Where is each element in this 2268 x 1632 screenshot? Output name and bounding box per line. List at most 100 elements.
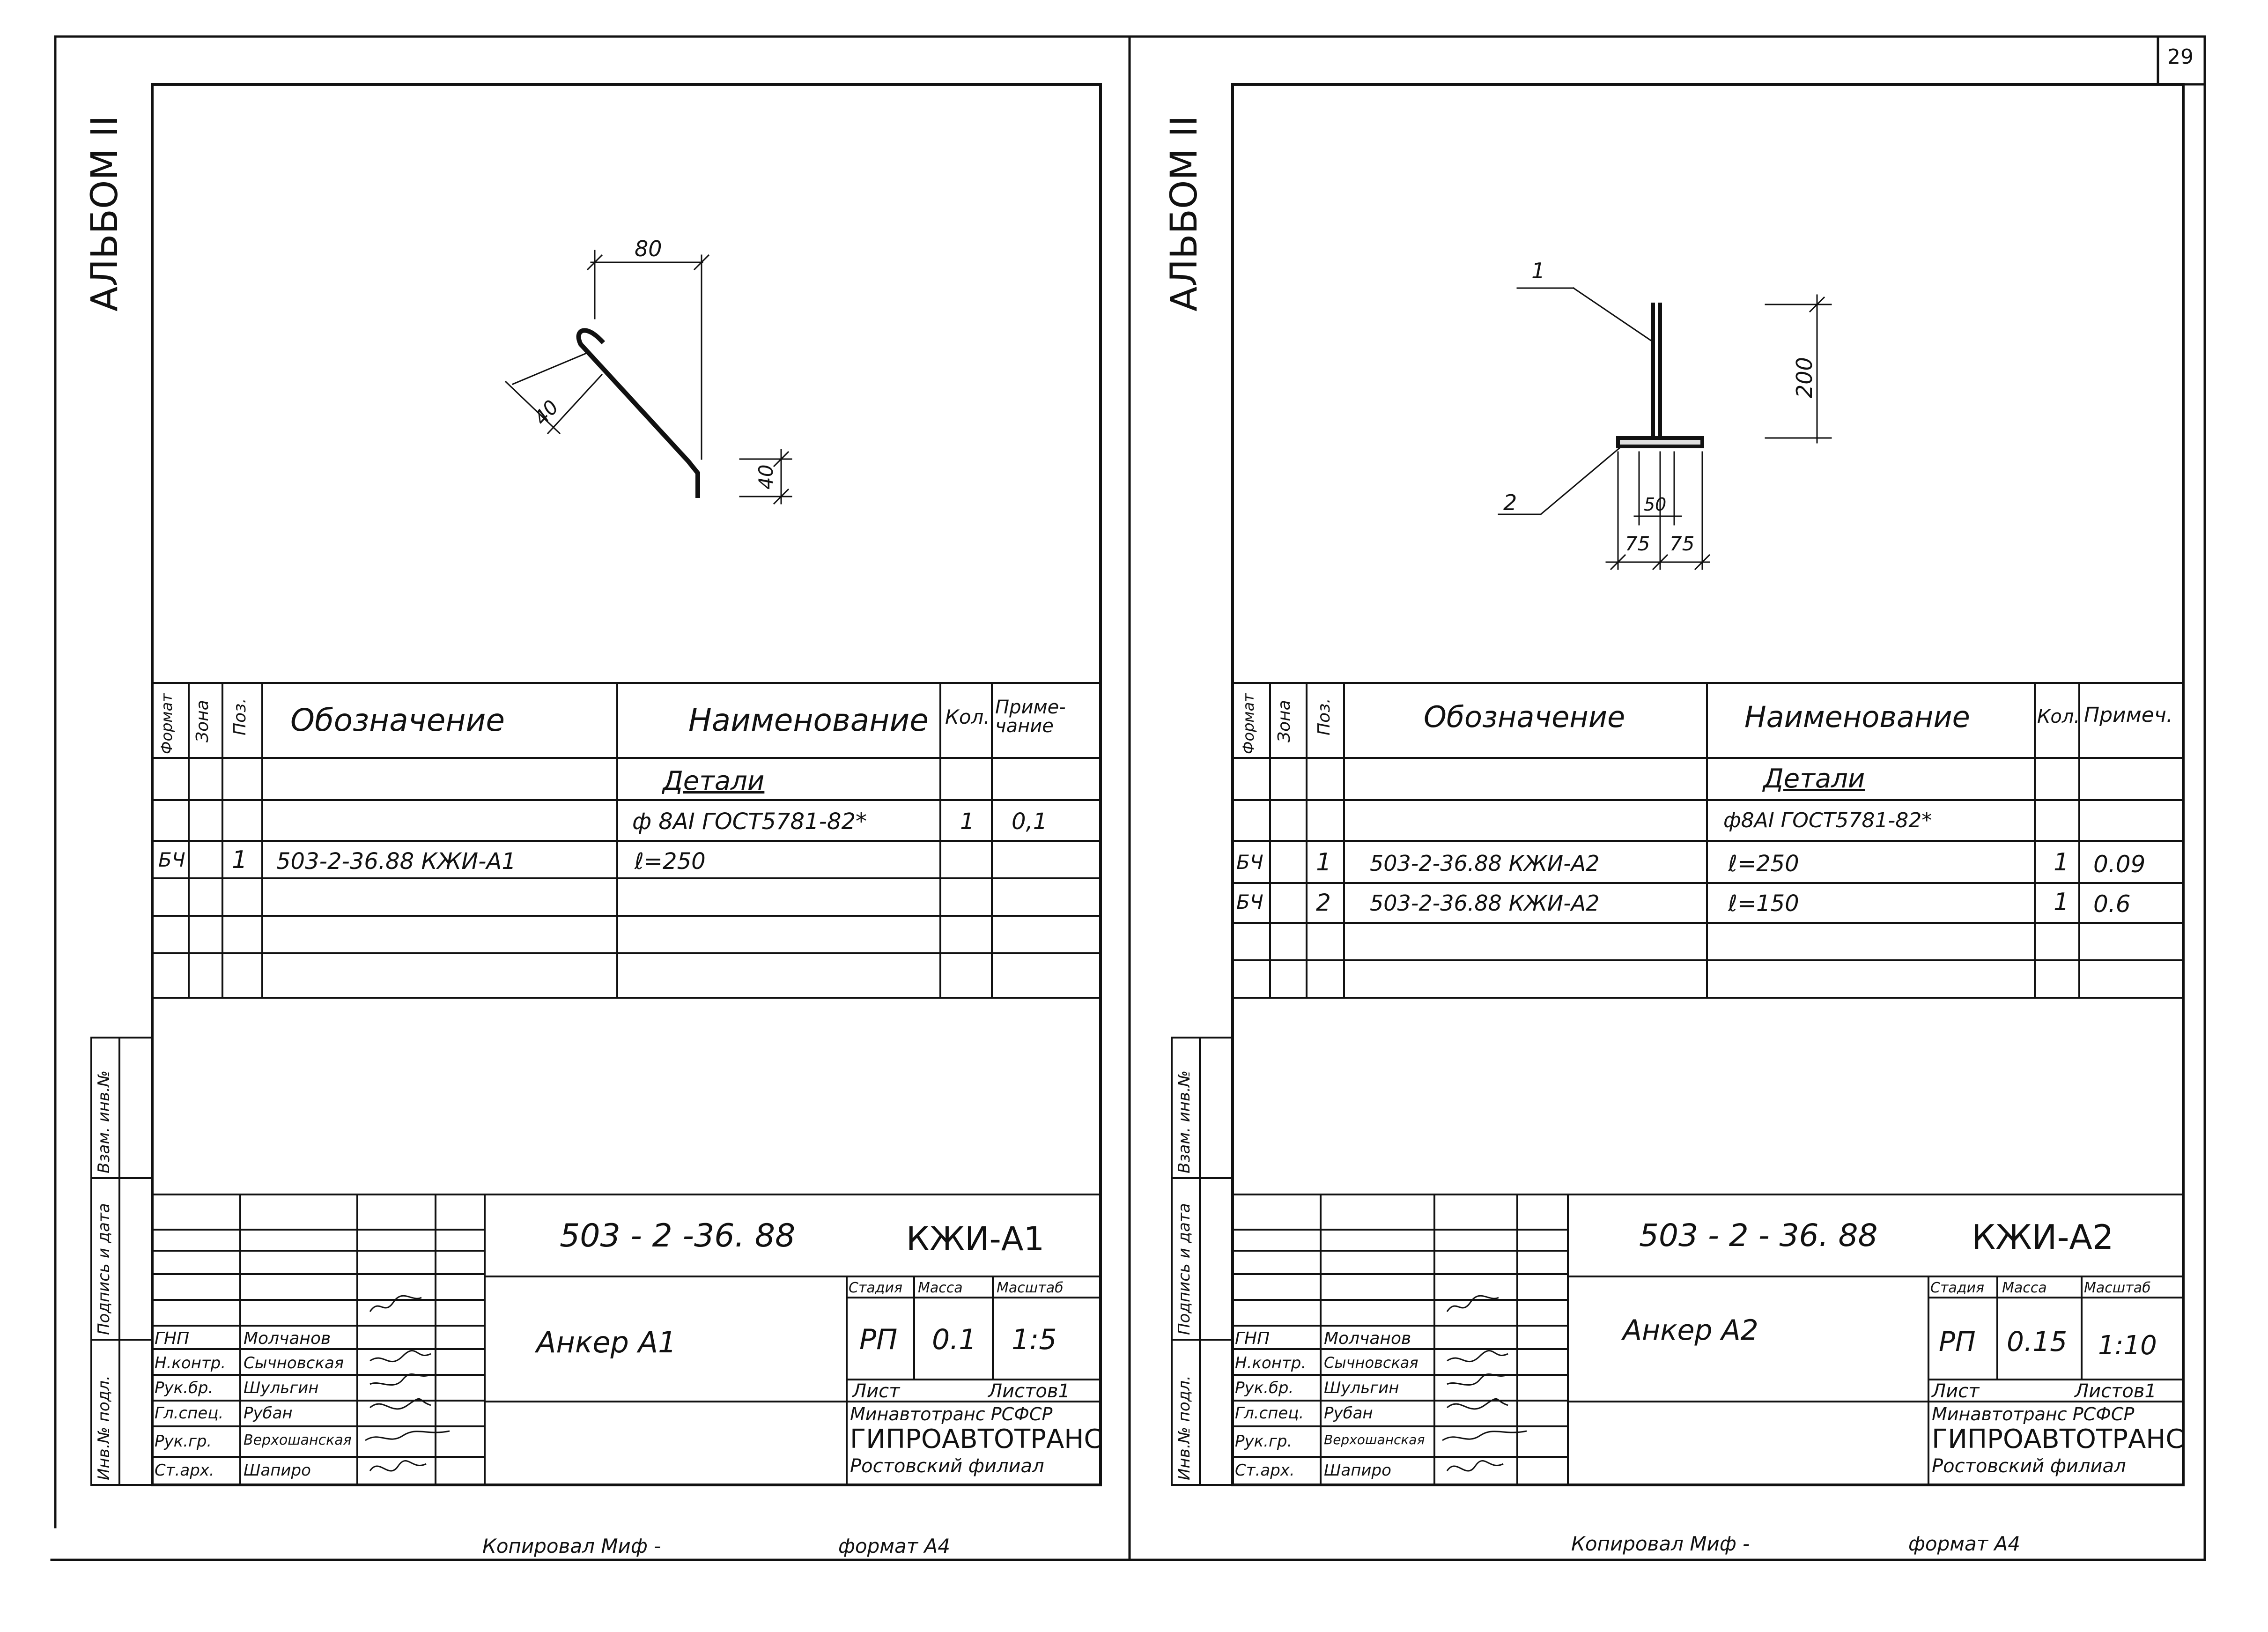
stamp-title: Анкер А2: [1623, 1314, 1758, 1347]
person-role: Н.контр.: [155, 1354, 226, 1372]
row-format: БЧ: [158, 848, 185, 871]
person-name: Верхошанская: [1324, 1432, 1425, 1447]
signatures-right: [1442, 1295, 1527, 1472]
row-name: ℓ=150: [1728, 890, 1799, 917]
person-name: Молчанов: [1324, 1329, 1411, 1348]
spec-section: Детали: [1763, 764, 1865, 794]
spec-material: ф 8AI ГОСТ5781-82*: [632, 809, 867, 835]
spec-header-pos: Поз.: [230, 698, 250, 735]
dim-80: 80: [635, 236, 662, 261]
leader-2: 2: [1503, 490, 1517, 515]
row-name: ℓ=250: [1728, 851, 1799, 877]
person-name: Рубан: [244, 1404, 293, 1423]
person-role: Рук.бр.: [1235, 1379, 1294, 1397]
stamp-sheets-label: Листов1: [2075, 1380, 2157, 1402]
footer-format: формат А4: [1908, 1532, 2020, 1555]
album-title: АЛЬБОМ II: [84, 115, 126, 312]
page-number: 29: [2167, 45, 2194, 69]
stamp-scale: 1:5: [1012, 1323, 1057, 1356]
stamp-org2: ГИПРОАВТОТРАНС: [1932, 1424, 2184, 1454]
person-role: Н.контр.: [1235, 1354, 1307, 1372]
side-label-inv: Инв.№ подл.: [1175, 1375, 1194, 1480]
stamp-org3: Ростовский филиал: [850, 1455, 1044, 1477]
person-role: Рук.гр.: [1235, 1432, 1293, 1451]
stamp-stage: РП: [1939, 1326, 1976, 1358]
dim-50: 50: [1644, 494, 1667, 515]
row-designation: 503-2-36.88 КЖИ-А1: [276, 848, 516, 875]
row-qty: 1: [2054, 848, 2069, 876]
anchor-a2-shape: [1616, 303, 1704, 448]
person-role: Рук.бр.: [155, 1379, 214, 1397]
row-format: БЧ: [1236, 851, 1263, 874]
spec-section: Детали: [663, 766, 765, 796]
spec-header-qty: Кол.: [2037, 706, 2080, 727]
stamp-mass-label: Масса: [918, 1280, 963, 1296]
spec-material: ф8AI ГОСТ5781-82*: [1723, 809, 1932, 832]
side-label-inv: Инв.№ подл.: [95, 1375, 113, 1480]
stamp-mass: 0.15: [2007, 1326, 2068, 1358]
stamp-mass-label: Масса: [2002, 1280, 2047, 1296]
stamp-sheet-label: Лист: [852, 1380, 900, 1402]
stamp-sheet-code: КЖИ-А1: [906, 1220, 1045, 1258]
spec-header-note: Приме-чание: [995, 697, 1066, 737]
row-designation: 503-2-36.88 КЖИ-А2: [1370, 890, 1600, 916]
row-name: ℓ=250: [635, 848, 706, 875]
spec-header-note: Примеч.: [2084, 703, 2173, 727]
stamp-title: Анкер А1: [536, 1325, 677, 1359]
spec-header-name: Наименование: [1744, 700, 1970, 734]
side-label-vzam: Взам. инв.№: [1175, 1070, 1194, 1173]
stamp-sheets-label: Листов1: [988, 1380, 1070, 1402]
dim-75-b: 75: [1670, 532, 1695, 555]
leader-1: 1: [1531, 258, 1545, 283]
stamp-scale-label: Масштаб: [2084, 1280, 2151, 1296]
stamp-stage-label: Стадия: [849, 1280, 903, 1296]
stamp-stage: РП: [859, 1323, 898, 1356]
row-format: БЧ: [1236, 890, 1263, 913]
anchor-a1-shape: [576, 328, 700, 498]
row-pos: 2: [1316, 889, 1331, 916]
spec-header-format: Формат: [1240, 693, 1257, 754]
stamp-org2: ГИПРОАВТОТРАНС: [850, 1424, 1102, 1454]
spec-material-note: 0,1: [1012, 809, 1048, 835]
footer-copied: Копировал Миф -: [482, 1535, 661, 1558]
person-name: Шульгин: [1324, 1379, 1399, 1397]
person-name: Рубан: [1324, 1404, 1373, 1423]
signatures-left: [365, 1295, 450, 1472]
person-role: Ст.арх.: [1235, 1461, 1295, 1480]
side-label-sign: Подпись и дата: [95, 1203, 113, 1335]
person-role: Ст.арх.: [155, 1461, 214, 1480]
stamp-scale-label: Масштаб: [997, 1280, 1064, 1296]
side-label-sign: Подпись и дата: [1175, 1203, 1194, 1335]
stamp-org1: Минавтотранс РСФСР: [1932, 1404, 2135, 1424]
stamp-sheet-label: Лист: [1932, 1380, 1980, 1402]
row-note: 0.09: [2093, 851, 2146, 878]
person-role: Гл.спец.: [1235, 1404, 1304, 1423]
album-title: АЛЬБОМ II: [1163, 115, 1205, 312]
stamp-org3: Ростовский филиал: [1932, 1455, 2126, 1477]
spec-material-qty: 1: [960, 809, 975, 835]
dim-40-vert: 40: [754, 464, 777, 490]
person-role: ГНП: [1235, 1329, 1270, 1348]
spec-header-designation: Обозначение: [1424, 700, 1625, 734]
row-pos: 1: [232, 846, 248, 874]
stamp-stage-label: Стадия: [1930, 1280, 1985, 1296]
footer-copied: Копировал Миф -: [1571, 1532, 1750, 1555]
person-role: Гл.спец.: [155, 1404, 224, 1423]
side-label-vzam: Взам. инв.№: [95, 1070, 113, 1173]
person-role: Рук.гр.: [155, 1432, 212, 1451]
row-designation: 503-2-36.88 КЖИ-А2: [1370, 851, 1600, 876]
spec-header-designation: Обозначение: [290, 702, 505, 738]
spec-header-zone: Зона: [1275, 700, 1294, 742]
person-name: Шапиро: [1324, 1461, 1391, 1480]
stamp-code: 503 - 2 -36. 88: [560, 1217, 796, 1254]
spec-header-zone: Зона: [193, 700, 212, 742]
stamp-org1: Минавтотранс РСФСР: [850, 1404, 1053, 1424]
person-name: Сычновская: [1324, 1354, 1418, 1372]
stamp-mass: 0.1: [932, 1323, 977, 1356]
person-name: Шульгин: [244, 1379, 319, 1397]
person-name: Верхошанская: [244, 1432, 352, 1448]
spec-header-pos: Поз.: [1315, 698, 1334, 735]
person-name: Сычновская: [244, 1354, 344, 1372]
person-role: ГНП: [155, 1329, 190, 1348]
